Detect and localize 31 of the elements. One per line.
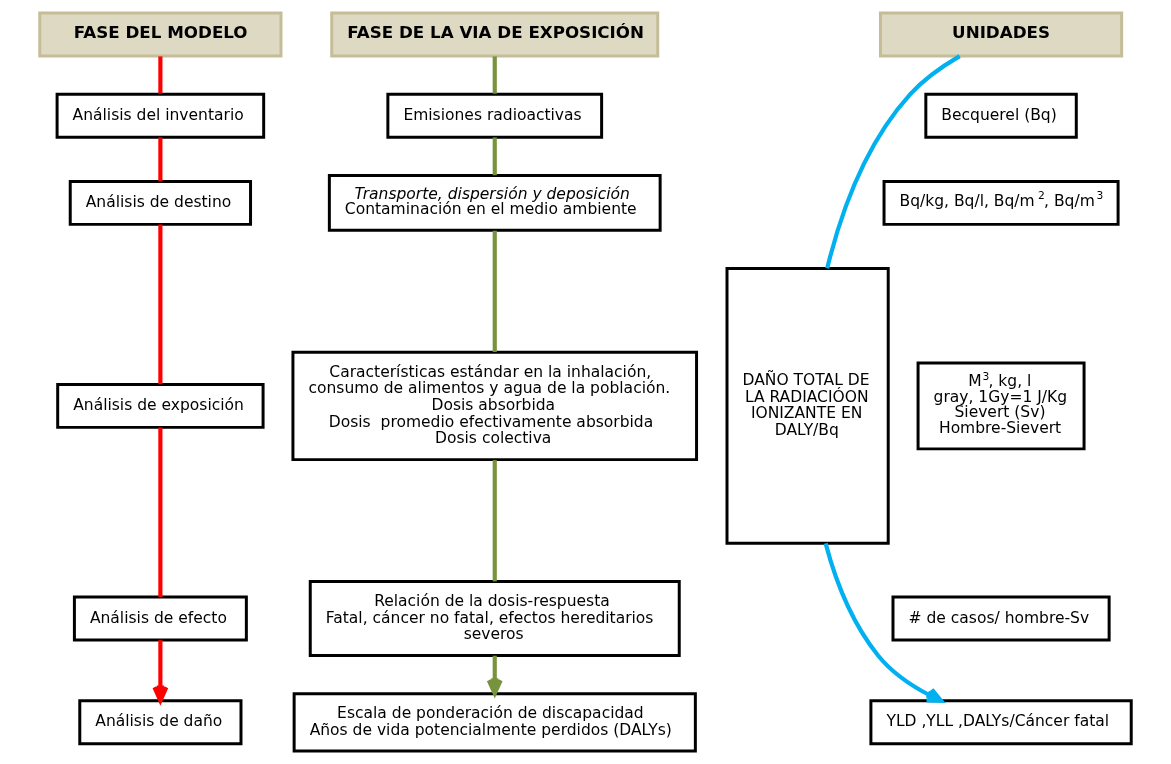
node-box: Características estándar en la inhalación, consumo de alimentos y agua de la población. Dosis absorbida Dosis promedio efectivamente absorbida Dosis colectiva [291, 350, 699, 462]
connector [158, 56, 163, 94]
connector [158, 137, 163, 182]
arrow [823, 542, 944, 703]
node-box: Emisiones radioactivas [386, 92, 604, 139]
node-box: Becquerel (Bq) [924, 92, 1078, 139]
node-box: YLD ,YLL ,DALYs/Cáncer fatal [869, 699, 1133, 746]
node-box: M$^{3}$, kg, l gray, 1Gy=1 J/Kg Sievert (Sv) Hombre-Sievert [916, 361, 1086, 451]
node-box: Análisis de daño [78, 699, 243, 746]
node-box: Escala de ponderación de discapacidad Años de vida potencialmente perdidos (DALYs) [292, 692, 697, 753]
connector [158, 224, 163, 385]
connector [492, 230, 497, 352]
node-box: Análisis de destino [68, 179, 253, 226]
arrow [486, 655, 503, 696]
node-box: # de casos/ hombre-Sv [891, 595, 1111, 642]
node-box: Transporte, dispersión y deposición Contaminación en el medio ambiente [327, 173, 662, 232]
node-box: FASE DE LA VIA DE EXPOSICIÓN [330, 11, 660, 58]
node-box: Relación de la dosis-respuesta Fatal, cáncer no fatal, efectos hereditarios severos [308, 579, 681, 657]
node-box: UNIDADES [878, 11, 1124, 58]
node-box: DAÑO TOTAL DE LA RADIACIÓON IONIZANTE EN DALY/Bq [725, 267, 890, 545]
arrow [152, 640, 169, 703]
connector [825, 54, 961, 269]
node-box: Análisis del inventario [55, 92, 266, 139]
connector [492, 137, 497, 176]
node-box: FASE DEL MODELO [38, 11, 283, 58]
node-box: Análisis de efecto [72, 595, 248, 642]
node-box: Bq/kg, Bq/l, Bq/m$^{2}$, Bq/m$^{3}$ [882, 179, 1120, 226]
connector [158, 427, 163, 597]
connector [492, 460, 497, 582]
connector [492, 56, 497, 94]
node-box: Análisis de exposición [56, 382, 265, 429]
